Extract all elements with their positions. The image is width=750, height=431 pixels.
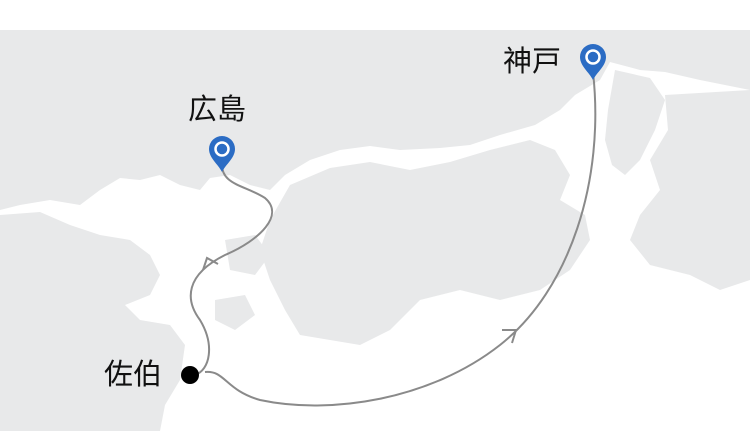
- label-kobe: 神戸: [503, 44, 562, 78]
- route-hiroshima-saiki: [189, 161, 273, 376]
- land-honshu: [0, 30, 750, 210]
- route-saiki-kobe: [204, 71, 597, 407]
- land-kyushu: [0, 212, 185, 431]
- route-arrow-1: [202, 256, 219, 271]
- routes: [189, 71, 597, 407]
- land-kii: [630, 90, 750, 290]
- land: [0, 30, 750, 431]
- dot-icon-saiki[interactable]: [181, 366, 199, 384]
- land-islands: [215, 235, 270, 330]
- route-arrow-2: [502, 329, 518, 344]
- land-shikoku: [260, 140, 590, 345]
- land-awaji: [605, 70, 665, 175]
- label-saiki: 佐伯: [104, 357, 163, 391]
- label-hiroshima: 広島: [188, 92, 247, 126]
- pin-icon-kobe[interactable]: [580, 44, 606, 80]
- pin-icon-hiroshima[interactable]: [209, 136, 235, 172]
